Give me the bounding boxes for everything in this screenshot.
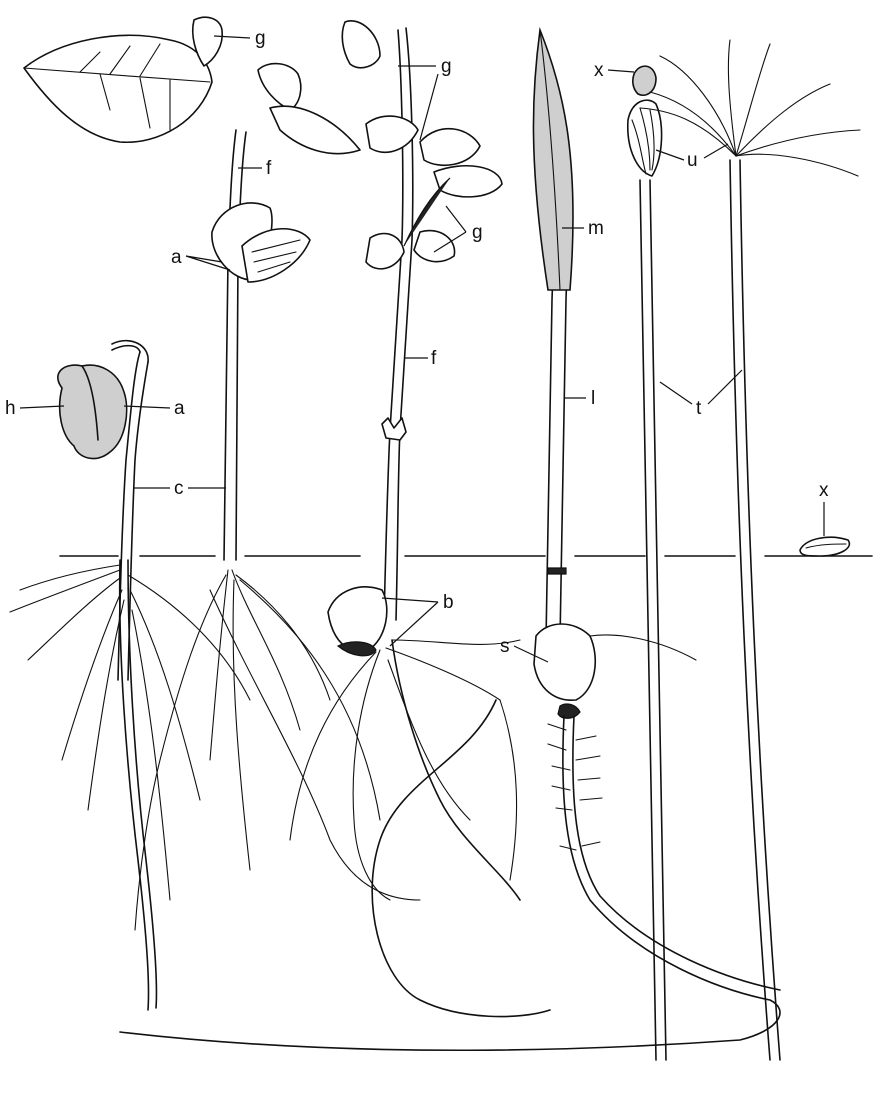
svg-text:t: t [696, 398, 702, 419]
seedling-hypogeal-stage [290, 21, 550, 1017]
svg-text:b: b [443, 592, 454, 613]
label-b: b [382, 592, 454, 646]
svg-text:m: m [588, 218, 604, 239]
svg-text:s: s [500, 636, 510, 657]
label-u: u [656, 144, 728, 171]
label-a-lower: a [124, 398, 185, 419]
svg-text:x: x [819, 480, 829, 501]
svg-text:a: a [174, 398, 185, 419]
seedling-leaf-stage [24, 17, 360, 560]
svg-text:g: g [472, 222, 483, 243]
loose-seed-coat [800, 537, 849, 556]
label-h: h [5, 398, 64, 419]
label-l: l [564, 388, 595, 409]
seedling-hook-stage [58, 341, 148, 680]
svg-text:g: g [441, 56, 452, 77]
svg-text:l: l [591, 388, 595, 409]
svg-text:u: u [687, 150, 698, 171]
svg-text:a: a [171, 247, 182, 268]
svg-text:f: f [266, 158, 272, 179]
svg-text:x: x [594, 60, 604, 81]
label-x-lower: x [819, 480, 829, 536]
svg-text:g: g [255, 28, 266, 49]
seedling-conifer-seedcoat [628, 66, 666, 1060]
label-c: c [134, 478, 226, 499]
label-f-lower: f [404, 348, 437, 369]
svg-text:h: h [5, 398, 16, 419]
svg-text:f: f [431, 348, 437, 369]
svg-text:c: c [174, 478, 184, 499]
label-t: t [660, 370, 742, 419]
label-x-upper: x [594, 60, 634, 81]
